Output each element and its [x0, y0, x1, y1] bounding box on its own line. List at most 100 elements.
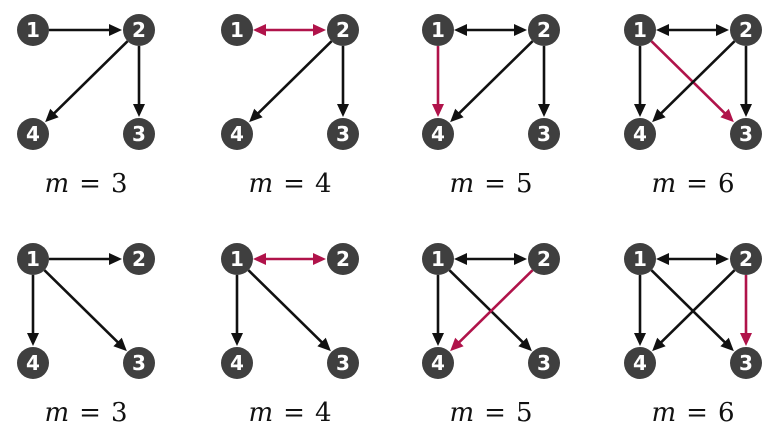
node-circle — [624, 347, 656, 379]
caption-variable: m — [249, 398, 274, 428]
arrowhead — [337, 104, 349, 117]
graph-edge — [650, 269, 734, 352]
panel-caption: m=3 — [45, 398, 128, 428]
graph-edge — [253, 253, 326, 265]
node-circle — [17, 347, 49, 379]
node-label: 3 — [132, 351, 146, 375]
graph-edge — [43, 269, 127, 352]
arrowhead — [656, 253, 669, 265]
node-label: 3 — [336, 351, 350, 375]
graph-node: 2 — [327, 243, 359, 275]
graph-node: 3 — [528, 118, 560, 150]
arrowhead — [514, 253, 527, 265]
caption-variable: m — [652, 398, 677, 428]
graph-node: 2 — [528, 243, 560, 275]
node-circle — [422, 118, 454, 150]
caption-value: 5 — [516, 169, 533, 199]
arrowhead — [313, 253, 326, 265]
arrowhead — [113, 337, 127, 352]
graph-node: 4 — [221, 347, 253, 379]
caption-variable: m — [450, 169, 475, 199]
graph-edge — [45, 40, 129, 123]
edge-line — [659, 40, 736, 116]
caption-value: 6 — [718, 169, 735, 199]
arrowhead — [652, 108, 666, 123]
edge-line — [457, 40, 534, 116]
panel-caption: m=5 — [450, 169, 533, 199]
caption-value: 3 — [111, 398, 128, 428]
caption-variable: m — [249, 169, 274, 199]
graph-edge — [634, 275, 646, 346]
node-circle — [327, 118, 359, 150]
node-circle — [123, 118, 155, 150]
arrowhead — [634, 333, 646, 346]
graph-node: 3 — [730, 347, 762, 379]
edge-line — [52, 40, 129, 116]
graph-node: 1 — [221, 243, 253, 275]
graph-edge — [27, 275, 39, 346]
graph-edge — [450, 40, 534, 123]
graph-node: 2 — [123, 14, 155, 46]
arrowhead — [656, 24, 669, 36]
graph-node: 4 — [17, 347, 49, 379]
graph-edge — [740, 46, 752, 117]
caption-variable: m — [652, 169, 677, 199]
node-label: 3 — [336, 122, 350, 146]
graph-node: 4 — [422, 118, 454, 150]
arrowhead — [253, 24, 266, 36]
graph-edge — [634, 46, 646, 117]
node-label: 4 — [431, 122, 445, 146]
caption-equals: = — [79, 169, 101, 199]
node-circle — [123, 347, 155, 379]
panel-caption: m=4 — [249, 169, 332, 199]
caption-equals: = — [79, 398, 101, 428]
node-label: 1 — [230, 18, 244, 42]
node-label: 4 — [431, 351, 445, 375]
arrowhead — [454, 253, 467, 265]
arrowhead — [740, 104, 752, 117]
node-label: 4 — [26, 122, 40, 146]
node-circle — [422, 243, 454, 275]
node-label: 1 — [633, 18, 647, 42]
graph-node: 2 — [123, 243, 155, 275]
caption-variable: m — [45, 169, 70, 199]
node-circle — [221, 243, 253, 275]
node-circle — [17, 118, 49, 150]
graph-edge — [448, 269, 532, 352]
arrowhead — [652, 337, 666, 352]
node-circle — [528, 347, 560, 379]
node-label: 3 — [132, 122, 146, 146]
arrowhead — [450, 337, 464, 352]
node-circle — [624, 243, 656, 275]
node-label: 2 — [132, 18, 146, 42]
arrowhead — [716, 24, 729, 36]
graph-node: 4 — [624, 347, 656, 379]
node-circle — [624, 118, 656, 150]
arrowhead — [450, 108, 464, 123]
graph-edge — [432, 46, 444, 117]
graph-edge — [337, 46, 349, 117]
arrowhead — [133, 104, 145, 117]
edge-line — [43, 269, 120, 345]
node-label: 1 — [431, 247, 445, 271]
graph-edge — [253, 24, 326, 36]
caption-equals: = — [283, 398, 305, 428]
caption-value: 4 — [315, 398, 332, 428]
node-label: 1 — [633, 247, 647, 271]
node-label: 3 — [537, 122, 551, 146]
graph-edge — [652, 40, 736, 123]
node-label: 3 — [739, 351, 753, 375]
node-circle — [327, 243, 359, 275]
node-label: 4 — [633, 351, 647, 375]
caption-equals: = — [484, 398, 506, 428]
node-label: 4 — [230, 351, 244, 375]
node-circle — [327, 14, 359, 46]
arrowhead — [317, 337, 331, 352]
node-label: 4 — [230, 122, 244, 146]
graph-node: 2 — [730, 14, 762, 46]
